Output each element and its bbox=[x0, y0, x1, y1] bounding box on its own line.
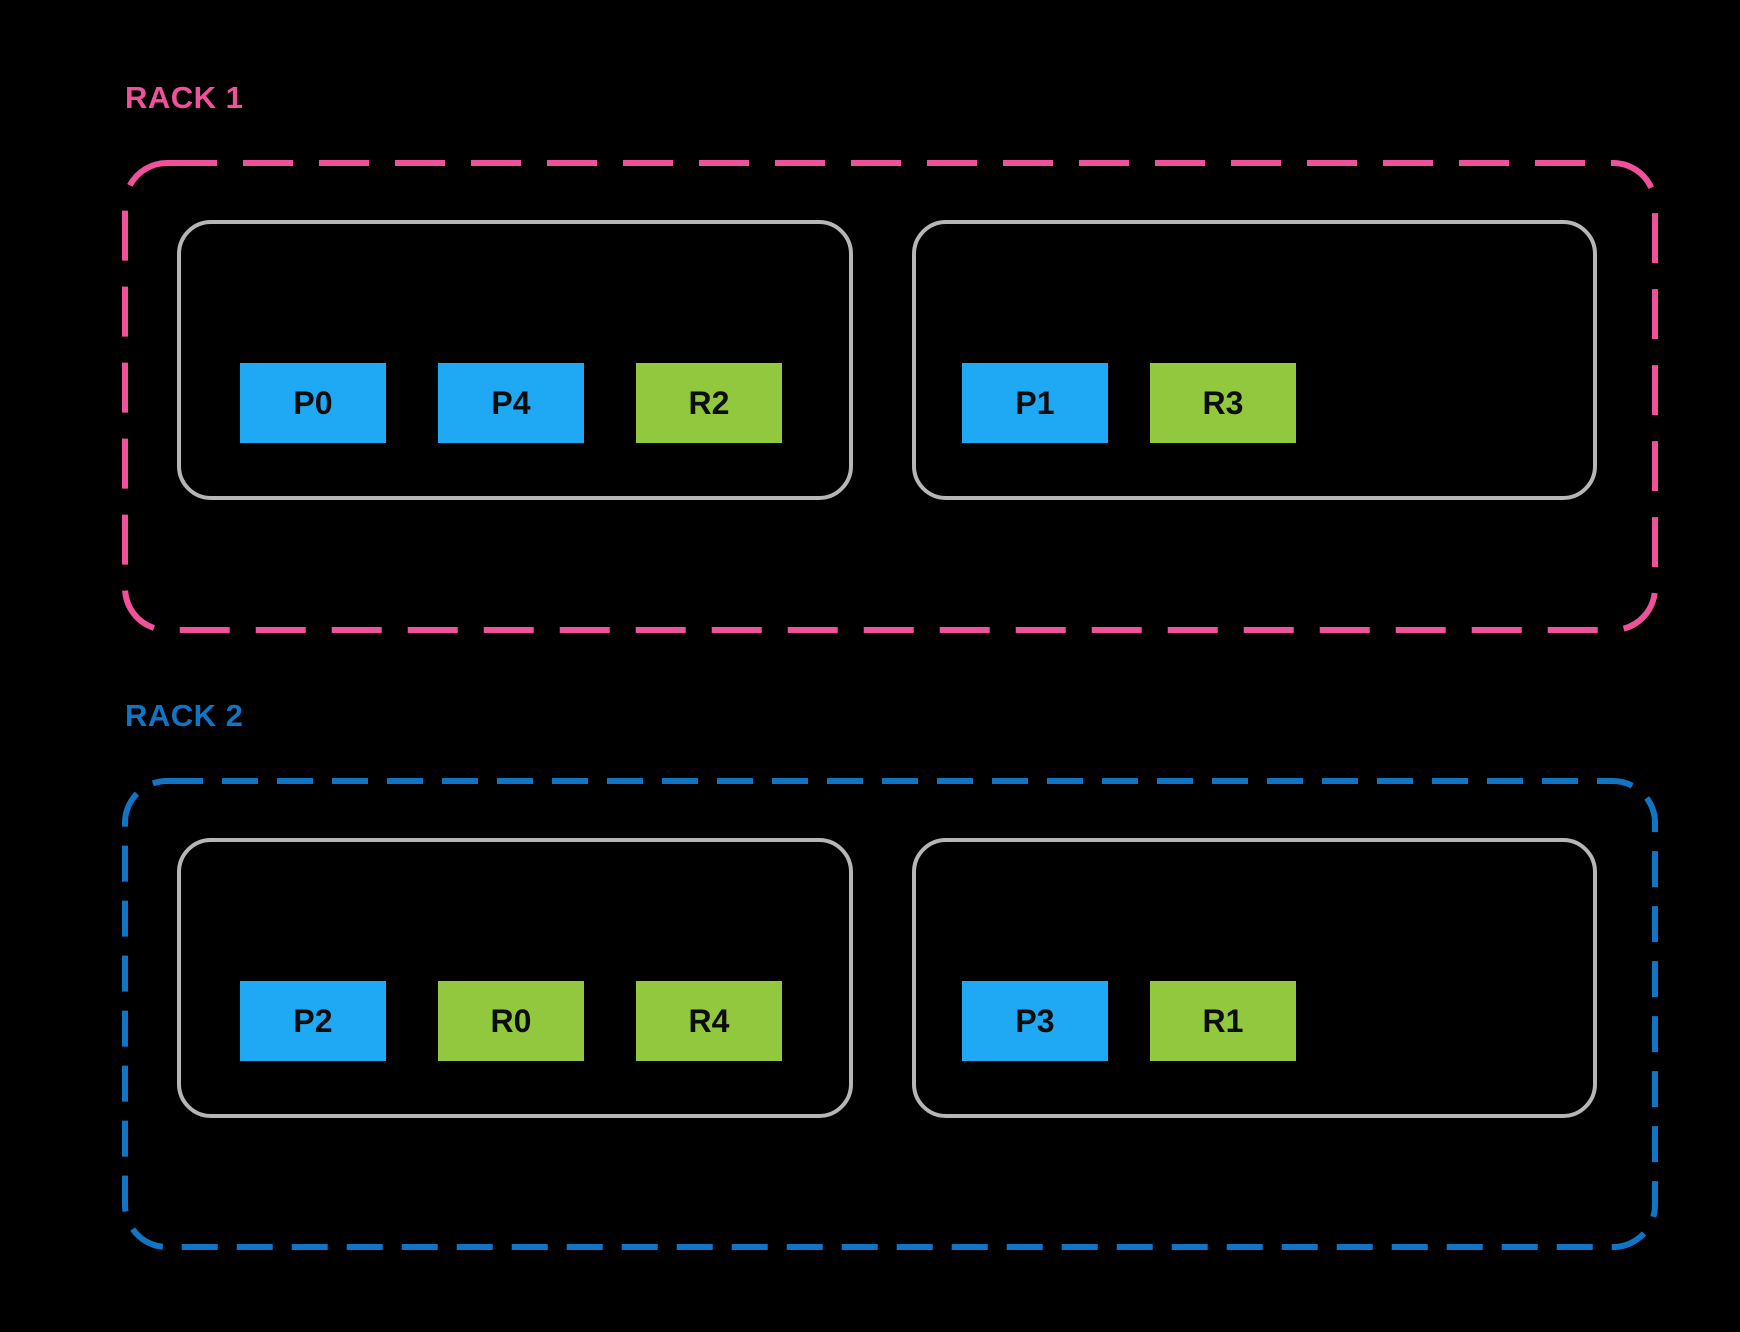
primary-partition-box-P3: P3 bbox=[962, 981, 1108, 1061]
rack1-boundary: P0 P4 R2 P1 R3 bbox=[122, 160, 1658, 633]
rack1-dashed-border bbox=[122, 160, 1658, 633]
replica-partition-box-R4: R4 bbox=[636, 981, 782, 1061]
primary-partition-box-P1: P1 bbox=[962, 363, 1108, 443]
rack1-node2: P1 R3 bbox=[912, 220, 1597, 500]
replica-partition-box-R0: R0 bbox=[438, 981, 584, 1061]
rack1-node1: P0 P4 R2 bbox=[177, 220, 853, 500]
primary-partition-box-P2: P2 bbox=[240, 981, 386, 1061]
rack1-label: RACK 1 bbox=[125, 80, 244, 115]
replica-partition-box-R2: R2 bbox=[636, 363, 782, 443]
primary-partition-box-P0: P0 bbox=[240, 363, 386, 443]
rack1-dashed-rect bbox=[122, 160, 1658, 633]
rack2-label: RACK 2 bbox=[125, 698, 244, 733]
rack2-node1: P2 R0 R4 bbox=[177, 838, 853, 1118]
replica-partition-box-R1: R1 bbox=[1150, 981, 1296, 1061]
primary-partition-box-P4: P4 bbox=[438, 363, 584, 443]
rack2-node2: P3 R1 bbox=[912, 838, 1597, 1118]
rack2-dashed-rect bbox=[122, 778, 1658, 1250]
replica-partition-box-R3: R3 bbox=[1150, 363, 1296, 443]
rack2-dashed-border bbox=[122, 778, 1658, 1250]
rack2-boundary: P2 R0 R4 P3 R1 bbox=[122, 778, 1658, 1250]
